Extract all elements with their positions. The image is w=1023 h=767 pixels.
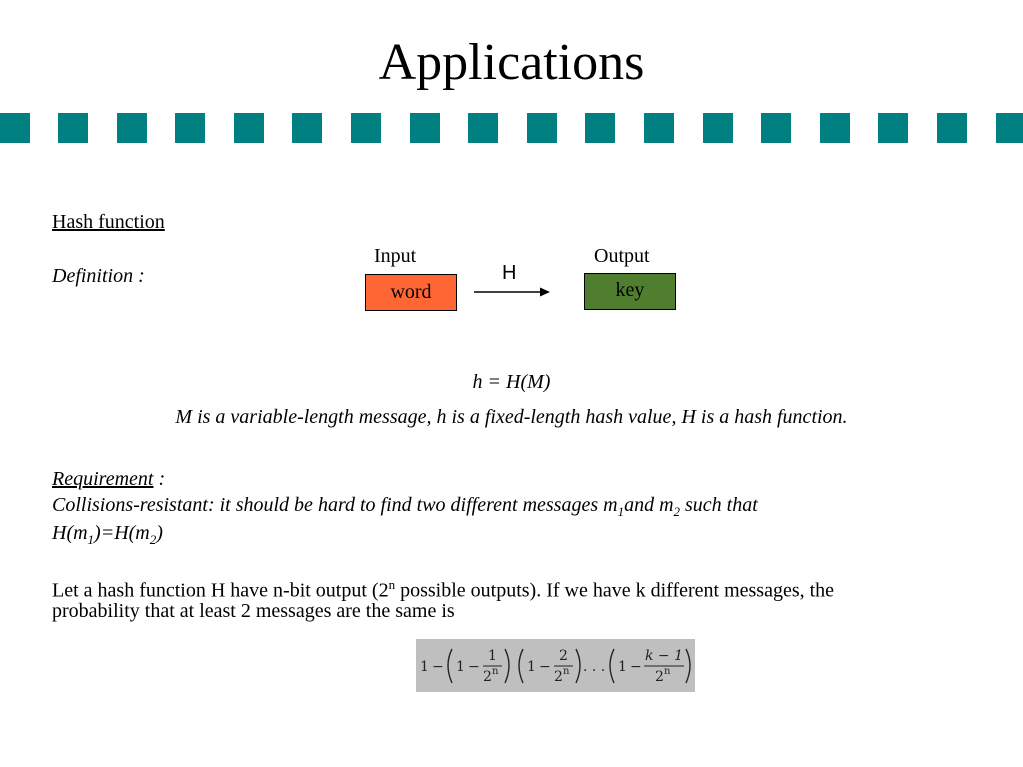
formula-exponent: n [563,666,570,677]
decorative-square [410,113,440,143]
formula-one: 1 [420,659,429,675]
requirement-text: and m [624,494,674,516]
decorative-square [117,113,147,143]
subscript: 2 [673,504,681,519]
decorative-square [703,113,733,143]
probability-paragraph-line-2: probability that at least 2 messages are… [52,600,455,622]
superscript: n [388,577,396,592]
decorative-square [234,113,264,143]
input-label: Input [374,245,417,267]
decorative-square [468,113,498,143]
decorative-square [292,113,322,143]
decorative-square [820,113,850,143]
decorative-square [585,113,615,143]
input-word-box: word [365,274,457,311]
decorative-square [937,113,967,143]
requirement-line-1: Collisions-resistant: it should be hard … [52,493,758,524]
requirement-text: Collisions-resistant: it should be hard … [52,494,618,516]
formula-minus: − [539,659,551,675]
section-heading: Hash function [52,211,165,233]
probability-paragraph-line-1: Let a hash function H have n-bit output … [52,573,834,603]
output-label: Output [594,245,650,267]
formula-ellipsis: . . . [583,659,605,675]
hash-explanation: M is a variable-length message, h is a f… [175,406,848,428]
decorative-square [175,113,205,143]
paragraph-text: Let a hash function H have n-bit output … [52,579,389,602]
requirement-text: such that [680,494,758,516]
subscript: 1 [617,504,625,519]
requirement-text: ) [156,522,163,544]
requirement-line-2: H(m1)=H(m2) [52,521,163,552]
decorative-square [761,113,791,143]
decorative-square [644,113,674,143]
hash-arrow-label: H [502,262,517,284]
formula-numerator: 1 [488,648,497,664]
decorative-square [996,113,1023,143]
formula-denominator: 2 [554,669,563,685]
formula-denominator: 2 [655,669,664,685]
formula-one: 1 [527,659,536,675]
decorative-square [58,113,88,143]
formula-minus: − [630,659,642,675]
hash-equation: h = H(M) [472,371,551,393]
formula-minus: − [432,659,444,675]
formula-exponent: n [492,666,499,677]
formula-numerator: 2 [559,648,568,664]
formula-minus: − [468,659,480,675]
formula-one: 1 [456,659,465,675]
formula-numerator: k − 1 [645,648,683,664]
requirement-heading: Requirement : [52,467,165,491]
decorative-square [878,113,908,143]
mapping-arrow [474,287,550,297]
slide-title: Applications [378,34,645,91]
formula-one: 1 [618,659,627,675]
output-key-box: key [584,273,676,310]
formula-exponent: n [664,666,671,677]
requirement-text: )=H(m [94,522,150,544]
decorative-square [351,113,381,143]
birthday-probability-formula: 1 − 1 − 1 2 n 1 − 2 2 n . . . 1 − k − 1 … [416,639,695,692]
decorative-square [0,113,30,143]
formula-denominator: 2 [483,669,492,685]
requirement-text: H(m [52,522,88,544]
subscript: 1 [87,532,95,547]
definition-label: Definition : [52,265,145,287]
decorative-square-bar [0,113,1023,143]
subscript: 2 [149,532,157,547]
requirement-label: Requirement [52,468,154,490]
paragraph-text: possible outputs). If we have k differen… [395,579,835,602]
decorative-square [527,113,557,143]
requirement-colon: : [153,468,166,490]
